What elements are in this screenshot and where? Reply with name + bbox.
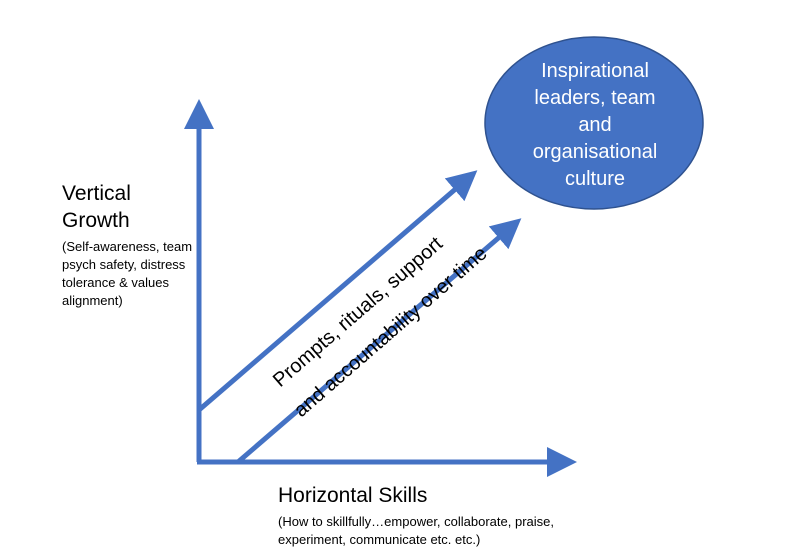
goal-line-1: Inspirational	[541, 60, 649, 82]
vertical-axis-subtitle: (Self-awareness, team psych safety, dist…	[62, 239, 193, 308]
goal-ellipse	[484, 36, 704, 210]
upper-diagonal-arrow	[197, 170, 478, 412]
vertical-axis-label: Vertical Growth (Self-awareness, team ps…	[62, 180, 222, 310]
goal-line-4: organisational	[532, 141, 658, 163]
vertical-axis-title-line-2: Growth	[62, 209, 130, 232]
goal-line-5: culture	[564, 168, 626, 190]
goal-line-2: leaders, team	[534, 87, 656, 109]
horizontal-axis-subtitle: (How to skillfully…empower, collaborate,…	[278, 514, 554, 547]
lower-diagonal-arrow	[236, 218, 522, 464]
vertical-axis-title-line-1: Vertical	[62, 182, 131, 205]
horizontal-axis-title: Horizontal Skills	[278, 484, 428, 507]
diagonal-label: Prompts, rituals, support and accountabi…	[255, 205, 555, 422]
goal-line-3: and	[578, 114, 612, 136]
goal-ellipse-text: Inspirational leaders, team and organisa…	[500, 58, 690, 193]
horizontal-axis-label: Horizontal Skills (How to skillfully…emp…	[278, 482, 608, 549]
vertical-axis-title: Vertical Growth	[62, 180, 222, 234]
